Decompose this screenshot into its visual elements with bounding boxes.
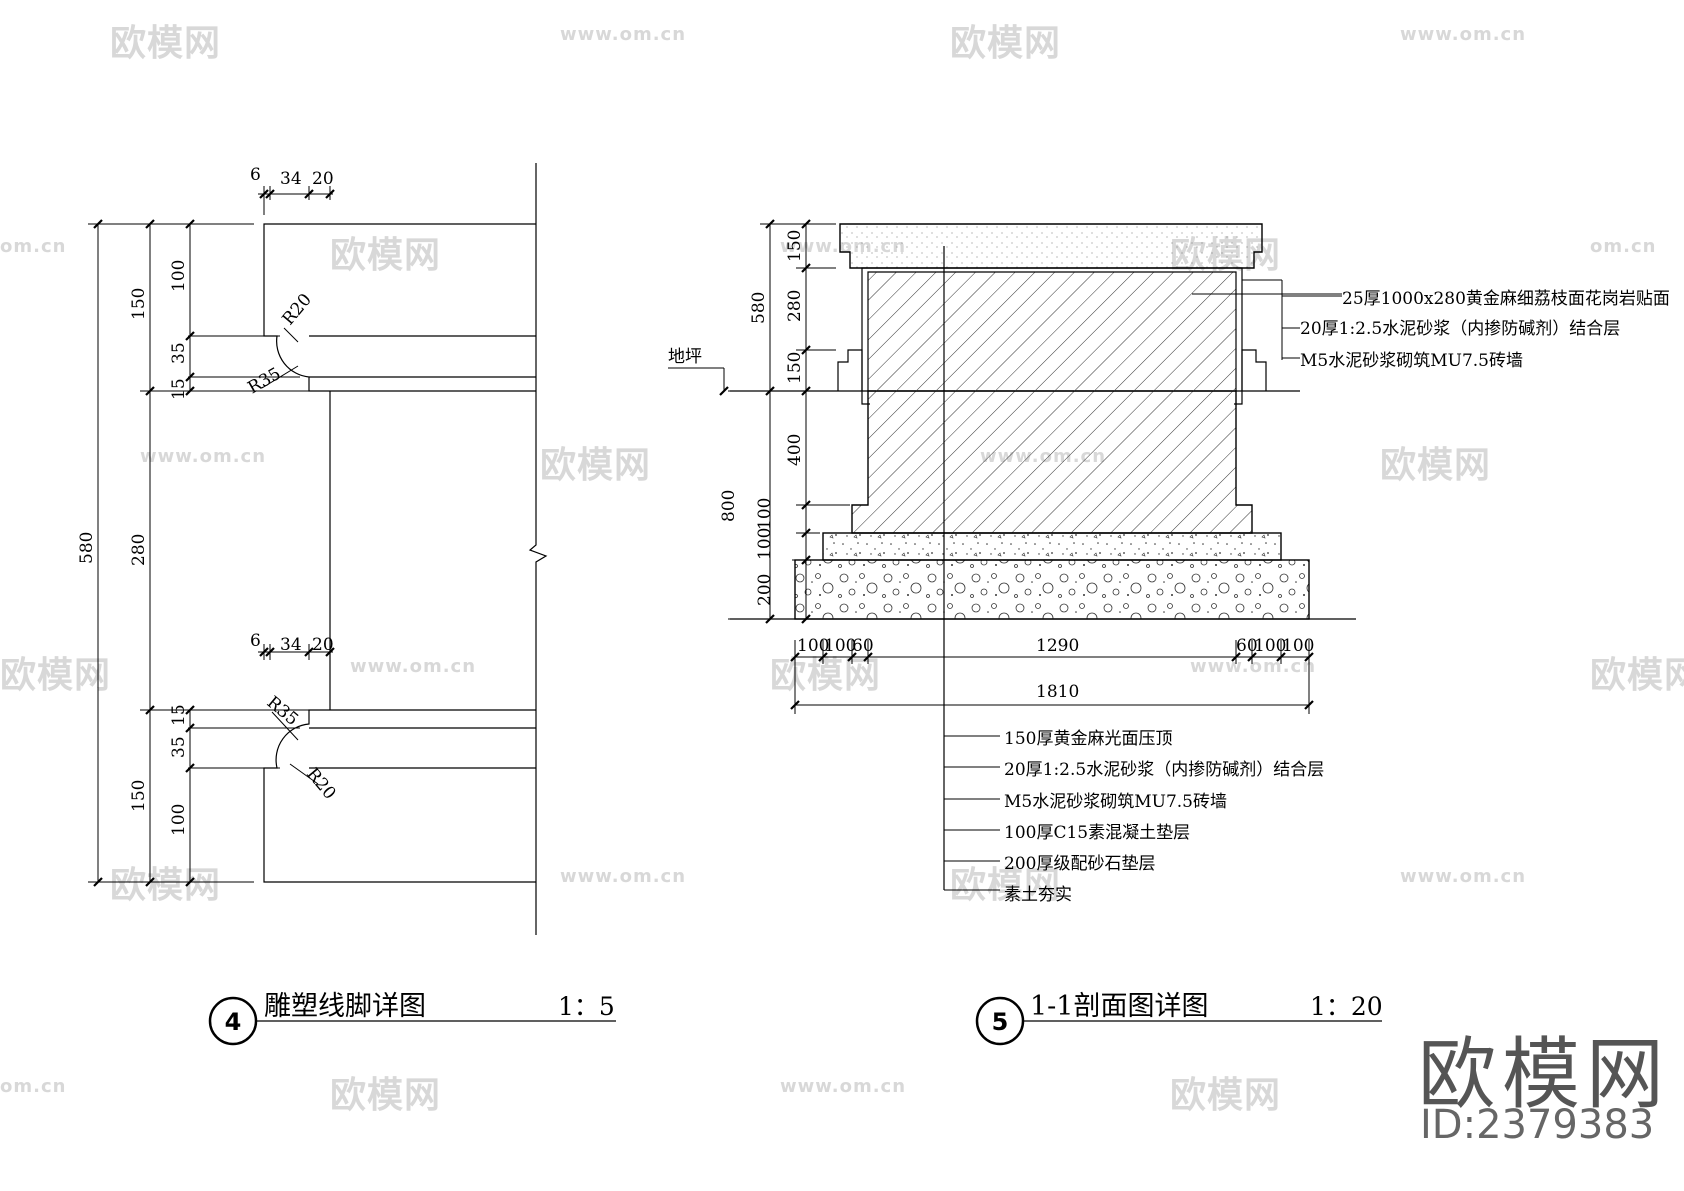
- detail-5-section: 150 280 150 580 400 800 100 100 200 地坪: [668, 219, 1670, 1046]
- brand-name: 欧模网: [1418, 1030, 1671, 1120]
- dim-lower-150: 150: [129, 780, 149, 812]
- dim-v150-bottom: 150: [785, 352, 805, 384]
- dim-h100-b: 100: [824, 636, 856, 656]
- dim-v200: 200: [755, 574, 775, 606]
- dim-upper-100: 100: [169, 260, 189, 292]
- dim-middle-280: 280: [129, 534, 149, 566]
- dim-h1290: 1290: [1036, 636, 1079, 656]
- dim-v280: 280: [785, 290, 805, 322]
- ground-label: 地坪: [668, 347, 702, 367]
- dim-v100-b: 100: [755, 528, 775, 560]
- detail-4-title-text: 雕塑线脚详图: [264, 991, 426, 1022]
- dim-top-20: 20: [312, 169, 334, 189]
- dim-mid-34: 34: [280, 635, 302, 655]
- note-bottom-concrete: 100厚C15素混凝土垫层: [1004, 823, 1190, 843]
- note-right-cladding: 25厚1000x280黄金麻细荔枝面花岗岩贴面: [1342, 289, 1670, 309]
- dim-upper-150: 150: [129, 288, 149, 320]
- dim-v100-a: 100: [755, 498, 775, 530]
- note-bottom-coping: 150厚黄金麻光面压顶: [1004, 729, 1172, 749]
- dim-top-34: 34: [280, 169, 302, 189]
- dim-r35-top: R35: [245, 364, 285, 399]
- brand-id: ID:2379383: [1420, 1102, 1655, 1148]
- dim-top-6: 6: [250, 165, 261, 185]
- detail-4-scale: 1：5: [558, 992, 615, 1021]
- detail-5-title: 5 1-1剖面图详图 1：20: [975, 991, 1383, 1046]
- dim-mid-6: 6: [250, 631, 261, 651]
- dim-lower-100: 100: [169, 804, 189, 836]
- detail-4-title: 4 雕塑线脚详图 1：5: [208, 991, 616, 1046]
- dim-h100-c: 100: [1254, 636, 1286, 656]
- note-bottom-gravel: 200厚级配砂石垫层: [1004, 854, 1155, 874]
- dim-v800: 800: [719, 490, 739, 522]
- dim-mid-20: 20: [312, 635, 334, 655]
- note-bottom-soil: 素土夯实: [1004, 885, 1072, 905]
- dim-h1810: 1810: [1036, 682, 1079, 702]
- dim-h60-b: 60: [1236, 636, 1258, 656]
- note-right-mortar: 20厚1:2.5水泥砂浆（内掺防碱剂）结合层: [1300, 319, 1620, 339]
- dim-v400: 400: [785, 434, 805, 466]
- detail-4-moulding: 6 34 20 6 34 20 580 150 100 35 15 280 15…: [77, 163, 616, 1046]
- dim-v150-top: 150: [785, 230, 805, 262]
- dim-upper-15: 15: [169, 378, 189, 400]
- detail-5-title-text: 1-1剖面图详图: [1030, 991, 1208, 1022]
- dim-h60-a: 60: [852, 636, 874, 656]
- detail-5-number: 5: [992, 1008, 1009, 1036]
- dim-v580: 580: [749, 292, 769, 324]
- dim-h100-d: 100: [1282, 636, 1314, 656]
- dim-upper-35: 35: [169, 342, 189, 364]
- dim-total-580: 580: [77, 532, 97, 564]
- dim-r20-bottom: R20: [302, 764, 339, 803]
- dim-lower-15: 15: [169, 704, 189, 726]
- detail-5-scale: 1：20: [1310, 992, 1383, 1021]
- dim-lower-35: 35: [169, 736, 189, 758]
- detail-4-number: 4: [225, 1008, 242, 1036]
- dim-h100-a: 100: [797, 636, 829, 656]
- note-bottom-mortar: 20厚1:2.5水泥砂浆（内掺防碱剂）结合层: [1004, 760, 1324, 780]
- note-bottom-brick: M5水泥砂浆砌筑MU7.5砖墙: [1004, 792, 1227, 812]
- dim-r35-bottom: R35: [263, 693, 302, 730]
- note-right-brick: M5水泥砂浆砌筑MU7.5砖墙: [1300, 351, 1523, 371]
- dim-r20-top: R20: [279, 290, 316, 329]
